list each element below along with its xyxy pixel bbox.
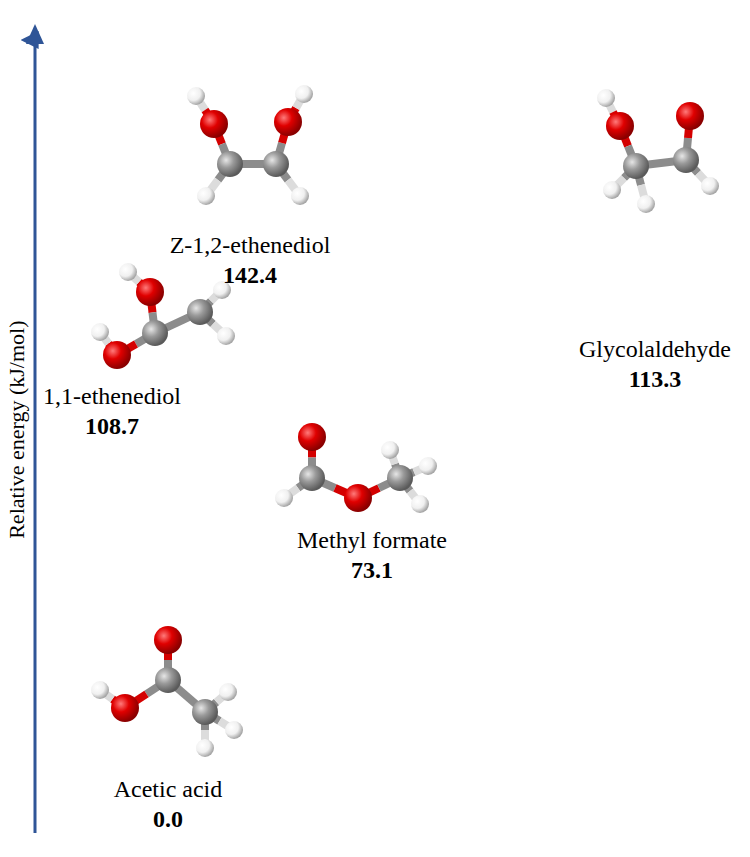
energy-axis xyxy=(26,24,44,833)
energy-value: 73.1 xyxy=(351,557,393,585)
ethenediol-12-molecule xyxy=(187,85,313,205)
energy-value: 108.7 xyxy=(85,413,139,441)
energy-value: 113.3 xyxy=(629,366,682,394)
glycolaldehyde-molecule xyxy=(597,89,719,213)
energy-value: 142.4 xyxy=(223,262,277,290)
methyl-formate-molecule xyxy=(275,423,437,513)
molecule-name: 1,1-ethenediol xyxy=(43,383,181,411)
molecule-name: Z-1,2-ethenediol xyxy=(170,232,331,260)
energy-value: 0.0 xyxy=(153,806,183,834)
acetic-acid-molecule xyxy=(91,626,243,757)
molecule-name: Methyl formate xyxy=(297,527,447,555)
ethenediol-11-molecule xyxy=(91,263,235,369)
molecule-name: Acetic acid xyxy=(114,776,223,804)
molecule-name: Glycolaldehyde xyxy=(579,336,731,364)
axis-label: Relative energy (kJ/mol) xyxy=(3,321,28,539)
